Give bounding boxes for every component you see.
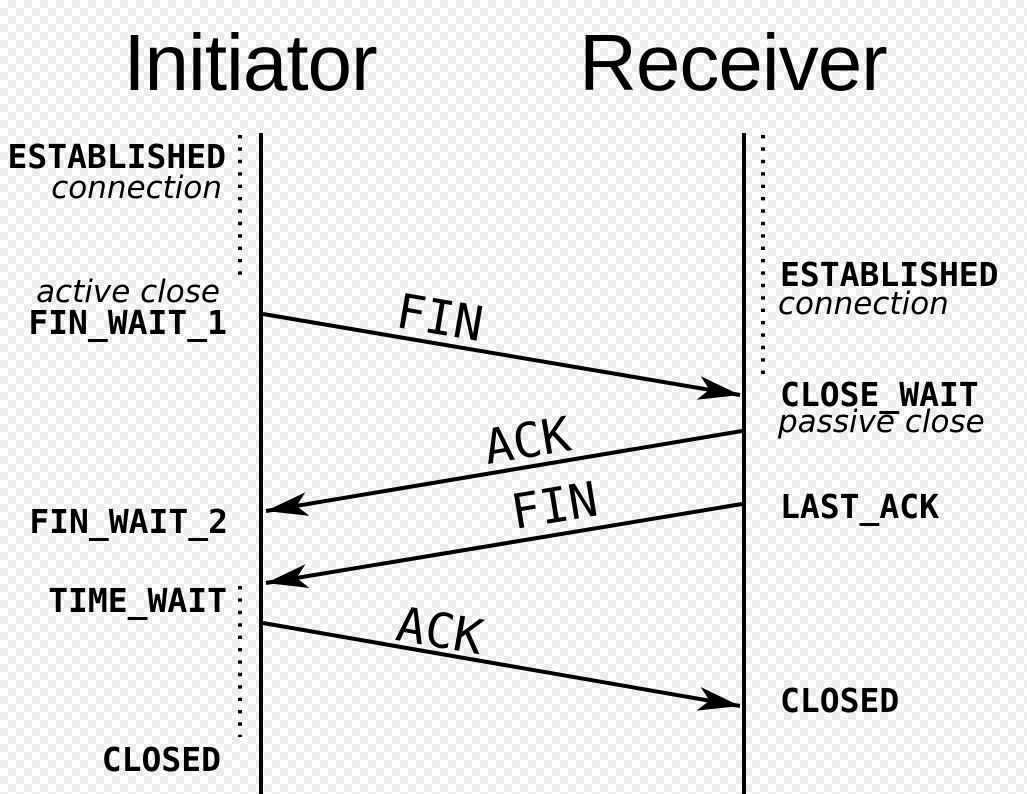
initiator-time-wait-state: TIME_WAIT (48, 581, 227, 620)
receiver-closed-state: CLOSED (780, 681, 899, 720)
receiver-connection-note: connection (778, 286, 949, 322)
fin-message-label-1: FIN (392, 283, 487, 353)
receiver-established-state: ESTABLISHED (780, 255, 999, 294)
receiver-title: Receiver (579, 18, 887, 107)
initiator-closed-state: CLOSED (102, 740, 221, 779)
initiator-fin-wait-1-state: FIN_WAIT_1 (28, 303, 227, 342)
initiator-connection-note: connection (51, 170, 222, 206)
fin-arrow-receiver-to-initiator (265, 502, 743, 588)
initiator-title: Initiator (123, 18, 377, 107)
initiator-established-state: ESTABLISHED (7, 137, 226, 176)
ack-message-label-2: ACK (392, 596, 487, 666)
initiator-active-close-note: active close (36, 274, 220, 310)
ack-arrow-initiator-to-receiver (262, 621, 741, 711)
fin-message-label-2: FIN (507, 472, 602, 541)
ack-message-label-1: ACK (480, 406, 575, 476)
fin-arrow-initiator-to-receiver (262, 312, 741, 400)
receiver-close-wait-state: CLOSE_WAIT (780, 375, 979, 414)
receiver-passive-close-note: passive close (777, 404, 985, 440)
initiator-fin-wait-2-state: FIN_WAIT_2 (29, 502, 228, 541)
receiver-last-ack-state: LAST_ACK (780, 487, 939, 526)
ack-arrow-receiver-to-initiator (265, 429, 743, 516)
